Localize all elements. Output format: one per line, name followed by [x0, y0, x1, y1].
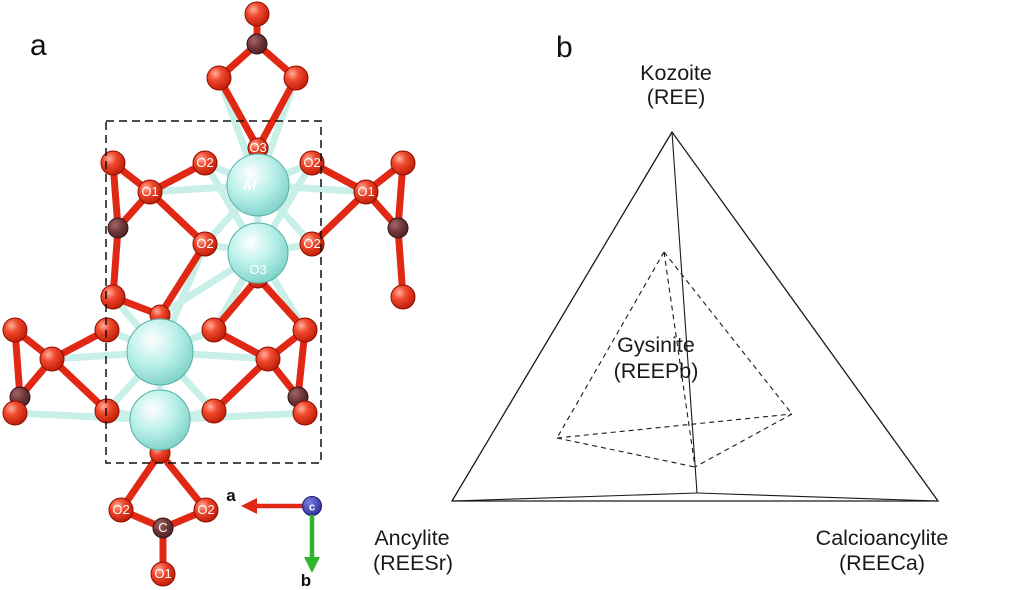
oxygen-atom: [206, 65, 232, 91]
oxygen-atom: [39, 346, 65, 372]
unit-cell-outline: [105, 120, 322, 464]
oxygen-atom: [255, 346, 281, 372]
oxygen-atom: [390, 284, 416, 310]
atom-label-o3: O3: [249, 262, 266, 277]
atom-label-o1: O1: [154, 566, 171, 581]
carbon-atom: [152, 517, 174, 539]
oxygen-atom: [353, 179, 379, 205]
panel-b-composition-diagram: b Kozoite (REE) Gysinite (REEPb) Ancylit…: [373, 31, 948, 575]
carbon-atom: [246, 33, 268, 55]
oxygen-atom: [100, 150, 126, 176]
vertex-inner-formula: (REEPb): [614, 359, 699, 383]
vertex-bottom-left-formula: (REESr): [373, 551, 453, 575]
atom-label-o2: O2: [303, 236, 320, 251]
oxygen-atom: [390, 150, 416, 176]
atom-label-o1: O1: [357, 184, 374, 199]
atom-label-o2: O2: [112, 502, 129, 517]
oxygen-atom: [2, 400, 28, 426]
axis-a-label: a: [226, 486, 236, 505]
atom-label-o1: O1: [141, 184, 158, 199]
vertex-top-formula: (REE): [647, 85, 706, 109]
vertex-bottom-right-name: Calcioancylite: [816, 526, 949, 550]
atom-label-o2: O2: [197, 502, 214, 517]
vertex-labels: Kozoite (REE) Gysinite (REEPb) Ancylite …: [373, 61, 948, 575]
atom-label-o2: O2: [196, 236, 213, 251]
vertex-top-name: Kozoite: [640, 61, 712, 85]
oxygen-atom: [94, 398, 120, 424]
oxygen-atom: [192, 231, 218, 257]
panel-b-label: b: [556, 31, 573, 64]
vertex-inner-name: Gysinite: [617, 333, 695, 357]
panel-a-label: a: [30, 29, 47, 62]
carbon-atom: [107, 217, 129, 239]
carbonate-bonds: [11, 10, 407, 578]
axis-b-arrowhead-icon: [304, 557, 320, 573]
metal-atoms: [126, 153, 290, 451]
oxygen-atom: [137, 179, 163, 205]
oxygen-atom: [244, 1, 270, 27]
metal-atom: [227, 222, 289, 284]
oxygen-atom: [2, 317, 28, 343]
oxygen-atom: [150, 561, 176, 587]
oxygen-atom: [201, 317, 227, 343]
tetrahedron-outer-triangle: [450, 130, 940, 502]
tetrahedron-inner-solid-edges: [451, 131, 939, 502]
axis-indicator: a c b: [226, 486, 322, 590]
atom-label-o3: O3: [249, 140, 266, 155]
panel-a-crystal-structure: a: [2, 1, 416, 590]
oxygen-atom: [283, 65, 309, 91]
vertex-bottom-left-name: Ancylite: [374, 526, 449, 550]
oxygen-atom: [94, 317, 120, 343]
oxygen-atom: [193, 497, 219, 523]
metal-atom: [126, 318, 194, 386]
atom-labels: O2 O2 O3 O1 O1 M O2 O2 O3 O2 O2 C O1: [112, 140, 374, 581]
oxygen-atom: [299, 150, 325, 176]
atom-label-o2: O2: [196, 155, 213, 170]
oxygen-atom: [292, 400, 318, 426]
oxygen-atom: [192, 150, 218, 176]
oxygen-atom: [201, 398, 227, 424]
atoms: [2, 1, 416, 587]
axis-b-label: b: [301, 571, 311, 590]
oxygen-atom: [108, 497, 134, 523]
atom-label-o2: O2: [303, 155, 320, 170]
oxygen-atom: [100, 284, 126, 310]
metal-atom: [226, 153, 290, 217]
atom-label-metal: M: [244, 177, 257, 194]
axis-a-arrowhead-icon: [241, 498, 257, 514]
gysinite-field-dashed-edges: [556, 251, 793, 468]
axis-c-label: c: [309, 502, 315, 514]
metal-atom: [129, 389, 191, 451]
vertex-bottom-right-formula: (REECa): [839, 551, 925, 575]
oxygen-atom: [299, 231, 325, 257]
atom-label-carbon: C: [158, 520, 167, 535]
oxygen-atom: [292, 317, 318, 343]
carbon-atom: [387, 217, 409, 239]
